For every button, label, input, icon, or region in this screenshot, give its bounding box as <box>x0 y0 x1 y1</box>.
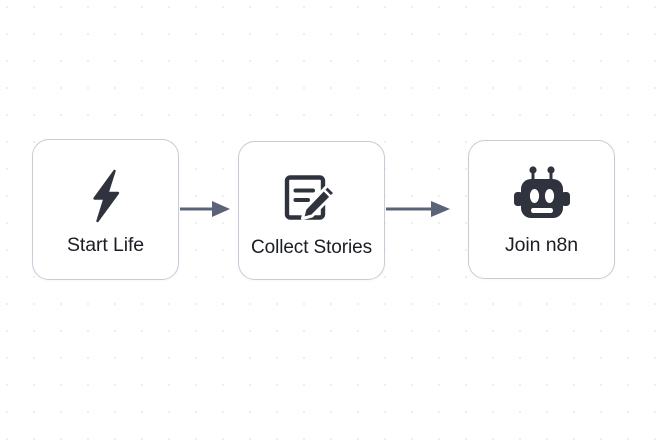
lightning-bolt-icon <box>85 165 127 227</box>
connector-start-to-collect <box>180 201 230 217</box>
connector-collect-to-join <box>386 201 450 217</box>
document-pencil-icon <box>283 167 341 229</box>
robot-icon <box>511 165 573 227</box>
arrowhead-icon <box>431 201 450 217</box>
node-label: Start Life <box>66 234 145 257</box>
node-start-life[interactable]: Start Life <box>32 139 179 280</box>
node-label: Join n8n <box>505 234 578 257</box>
node-label: Collect Stories <box>251 236 372 258</box>
node-join-n8n[interactable]: Join n8n <box>468 140 615 279</box>
arrowhead-icon <box>212 201 230 217</box>
node-collect-stories[interactable]: Collect Stories <box>238 141 385 280</box>
